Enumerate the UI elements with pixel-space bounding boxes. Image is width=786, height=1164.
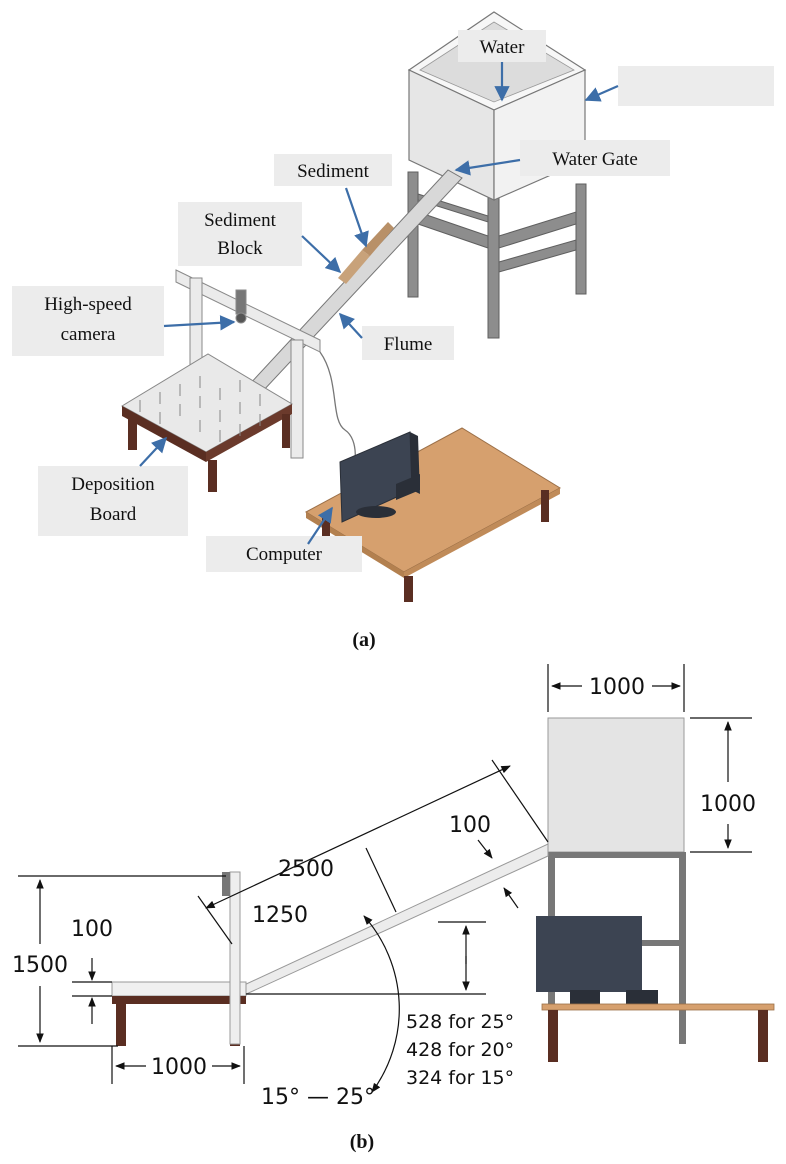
desk-side [536, 916, 775, 1062]
panel-a: Water Water Gate Sediment Sediment Block… [12, 11, 774, 651]
tank-stand [407, 171, 587, 339]
camera-lens [235, 312, 247, 324]
dimension-lines [18, 664, 752, 1093]
label-computer: Computer [246, 544, 323, 565]
dim-total-height: 1500 [12, 953, 68, 978]
computer-monitor [339, 431, 420, 523]
label-deposition-line1: Deposition [71, 474, 155, 495]
dim-rise-25: 528 for 25° [406, 1011, 514, 1033]
sediment [362, 222, 394, 256]
dim-flume-length: 2500 [278, 857, 334, 882]
dim-angle-range: 15° — 25° [261, 1085, 375, 1110]
caption-a: (a) [352, 629, 375, 651]
label-camera-line2: camera [61, 324, 116, 345]
label-water: Water [480, 37, 526, 58]
caption-b: (b) [350, 1131, 374, 1153]
dim-board-width: 1000 [151, 1055, 207, 1080]
label-deposition-line2: Board [90, 504, 137, 525]
dim-rise-20: 428 for 20° [406, 1039, 514, 1061]
blurred-label [618, 66, 774, 106]
label-sediment: Sediment [297, 161, 369, 182]
label-sediment-block-line1: Sediment [204, 210, 276, 231]
dim-rise-15: 324 for 15° [406, 1067, 514, 1089]
label-sediment-block-line2: Block [217, 238, 263, 259]
board-side [111, 981, 247, 1046]
dim-half-length: 1250 [252, 903, 308, 928]
monitor-side [536, 916, 642, 992]
dim-tank-height: 1000 [700, 792, 756, 817]
label-camera-line1: High-speed [44, 294, 132, 315]
leader-arrows [139, 62, 619, 545]
panel-b: 1000 1000 100 2500 1250 100 1500 1000 15… [12, 664, 775, 1153]
label-water-gate: Water Gate [552, 149, 638, 170]
camera-cable [319, 351, 356, 469]
dim-tank-width: 1000 [589, 675, 645, 700]
dim-board-thickness: 100 [71, 917, 113, 942]
camera-post [222, 871, 241, 1045]
dim-flume-width: 100 [449, 813, 491, 838]
deposition-board [120, 353, 294, 492]
camera-body [235, 289, 247, 315]
sediment-block [338, 250, 370, 284]
tank-side [547, 717, 685, 853]
label-flume: Flume [384, 334, 433, 355]
